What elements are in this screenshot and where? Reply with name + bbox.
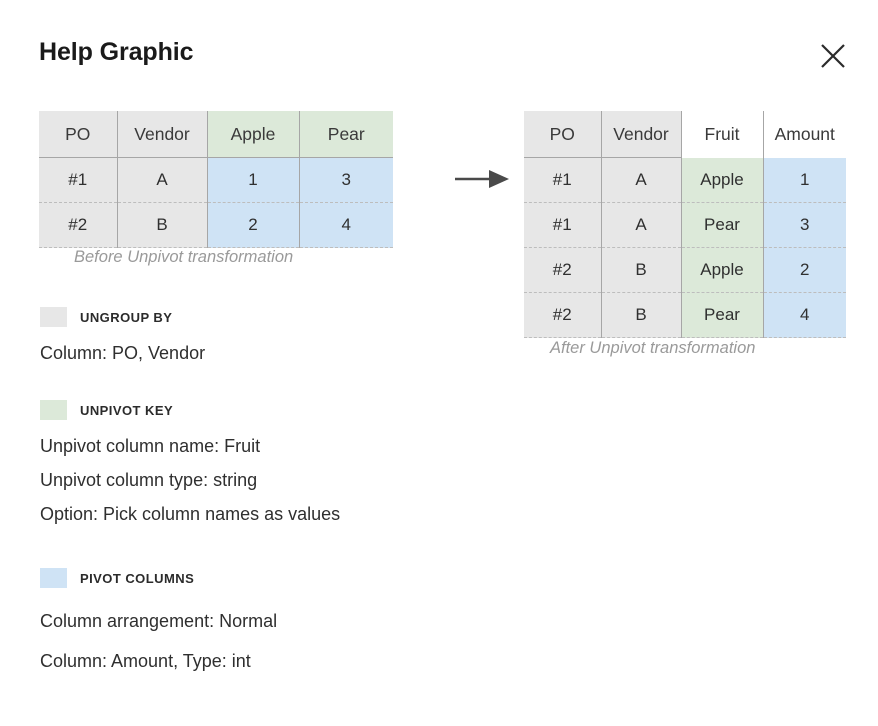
page-title: Help Graphic — [39, 38, 194, 66]
legend-swatch-unpivot-key — [40, 400, 67, 420]
column-header-amount: Amount — [763, 111, 846, 158]
table-row: #1 A 1 3 — [39, 157, 393, 203]
cell-vendor: A — [117, 157, 208, 203]
cell-fruit: Pear — [681, 202, 764, 248]
table-header-row: PO Vendor Apple Pear — [39, 111, 393, 158]
cell-vendor: B — [601, 292, 682, 338]
cell-amount: 4 — [763, 292, 846, 338]
arrow-right-icon — [455, 167, 513, 196]
cell-fruit: Apple — [681, 247, 764, 293]
column-header-pear: Pear — [299, 111, 393, 158]
after-table-caption: After Unpivot transformation — [550, 339, 756, 357]
cell-po: #1 — [524, 157, 602, 203]
unpivot-column-type: Unpivot column type: string — [40, 470, 258, 490]
cell-pear: 4 — [299, 202, 393, 248]
legend-label-pivot-columns: PIVOT COLUMNS — [80, 570, 195, 586]
table-row: #1 A Apple 1 — [524, 157, 846, 203]
cell-amount: 1 — [763, 157, 846, 203]
cell-fruit: Apple — [681, 157, 764, 203]
column-header-vendor: Vendor — [117, 111, 208, 158]
cell-vendor: A — [601, 202, 682, 248]
legend-section-ungroup-by: UNGROUP BY — [40, 307, 172, 327]
table-row: #2 B 2 4 — [39, 202, 393, 248]
cell-fruit: Pear — [681, 292, 764, 338]
cell-amount: 2 — [763, 247, 846, 293]
legend-swatch-ungroup-by — [40, 307, 67, 327]
cell-vendor: B — [117, 202, 208, 248]
table-header-row: PO Vendor Fruit Amount — [524, 111, 846, 158]
before-unpivot-table: PO Vendor Apple Pear #1 A 1 3 #2 B 2 4 — [39, 111, 393, 248]
cell-vendor: B — [601, 247, 682, 293]
pivot-column-arrangement: Column arrangement: Normal — [40, 611, 278, 631]
cell-po: #1 — [524, 202, 602, 248]
cell-pear: 3 — [299, 157, 393, 203]
column-header-fruit: Fruit — [681, 111, 764, 158]
table-row: #2 B Pear 4 — [524, 292, 846, 338]
close-icon — [812, 35, 854, 77]
after-unpivot-table: PO Vendor Fruit Amount #1 A Apple 1 #1 A… — [524, 111, 846, 338]
column-header-vendor: Vendor — [601, 111, 682, 158]
ungroup-by-columns: Column: PO, Vendor — [40, 343, 206, 363]
unpivot-column-name: Unpivot column name: Fruit — [40, 436, 261, 456]
close-button[interactable] — [812, 35, 854, 77]
cell-apple: 2 — [207, 202, 300, 248]
column-header-po: PO — [524, 111, 602, 158]
legend-label-unpivot-key: UNPIVOT KEY — [80, 402, 174, 418]
cell-po: #2 — [524, 292, 602, 338]
cell-po: #1 — [39, 157, 118, 203]
column-header-apple: Apple — [207, 111, 300, 158]
legend-section-pivot-columns: PIVOT COLUMNS — [40, 568, 194, 588]
cell-po: #2 — [524, 247, 602, 293]
legend-section-unpivot-key: UNPIVOT KEY — [40, 400, 173, 420]
before-table-caption: Before Unpivot transformation — [74, 248, 294, 266]
column-header-po: PO — [39, 111, 118, 158]
table-row: #2 B Apple 2 — [524, 247, 846, 293]
legend-label-ungroup-by: UNGROUP BY — [80, 309, 173, 325]
cell-amount: 3 — [763, 202, 846, 248]
table-row: #1 A Pear 3 — [524, 202, 846, 248]
unpivot-option: Option: Pick column names as values — [40, 504, 341, 524]
pivot-column-definition: Column: Amount, Type: int — [40, 651, 251, 671]
cell-apple: 1 — [207, 157, 300, 203]
cell-po: #2 — [39, 202, 118, 248]
legend-swatch-pivot-columns — [40, 568, 67, 588]
cell-vendor: A — [601, 157, 682, 203]
